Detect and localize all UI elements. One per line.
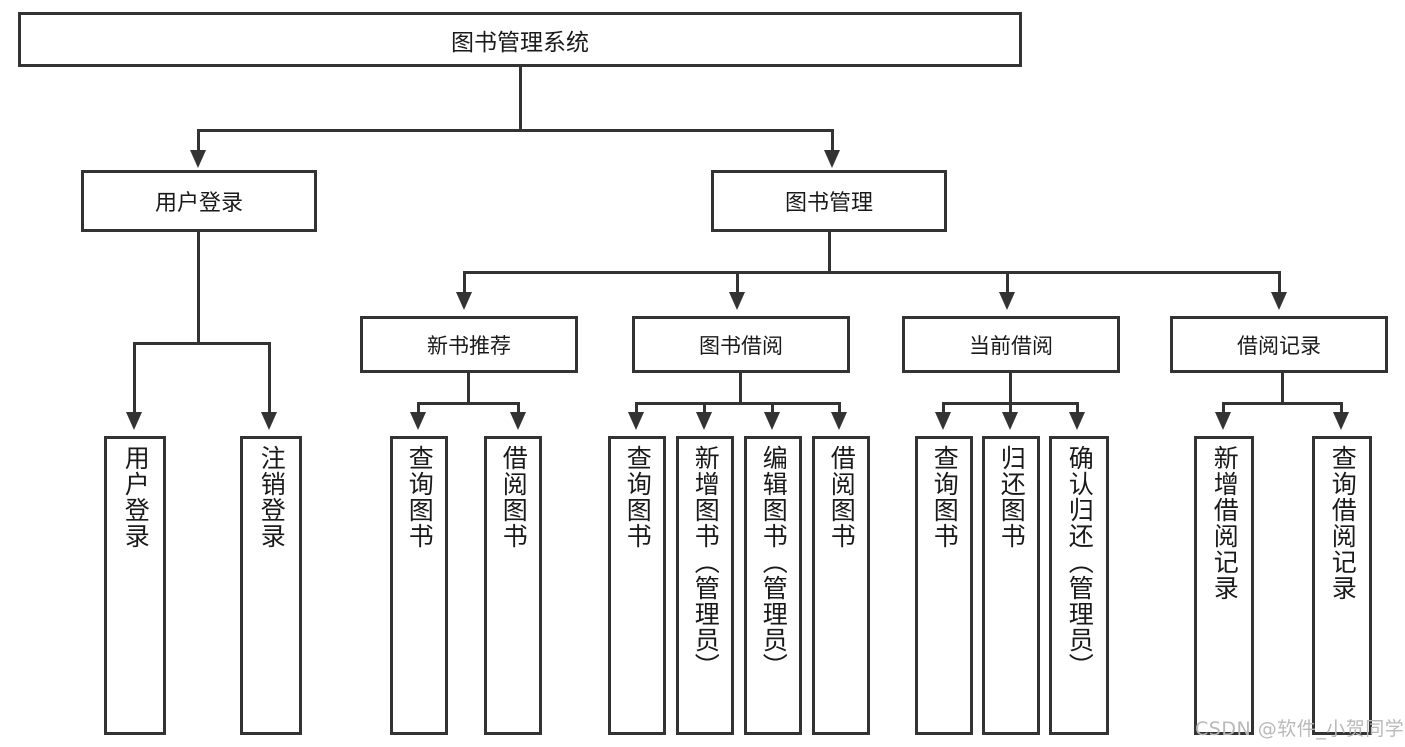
arrow-nbr-leaf-1 [410,412,426,430]
node-root-system[interactable]: 图书管理系统 [18,12,1022,67]
leaf-label: 新增借阅记录 [1210,445,1240,601]
leaf-label: 查询图书 [623,445,653,549]
leaf-label: 借阅图书 [499,445,529,549]
leaf-label: 归还图书 [997,445,1027,549]
edge-nbr-stem [467,373,470,402]
edge-bb-drop-4 [838,402,841,415]
arrow-root-to-user-login [190,150,206,168]
leaf-nbr-query-book[interactable]: 查询图书 [390,436,448,735]
node-label: 图书借阅 [699,333,783,358]
arrow-cb-leaf-3 [1069,412,1085,430]
leaf-label: 用户登录 [121,445,151,549]
leaf-label: 借阅图书 [827,445,857,549]
leaf-bb-edit-book-admin[interactable]: 编辑图书（管理员） [744,436,802,735]
arrow-bb-leaf-1 [628,412,644,430]
leaf-cb-confirm-return-admin[interactable]: 确认归还（管理员） [1049,436,1109,735]
edge-book-manage-bus [463,271,1281,274]
node-label: 新书推荐 [427,333,511,358]
node-current-borrow[interactable]: 当前借阅 [902,316,1120,373]
edge-user-login-drop-2 [268,342,271,415]
node-label: 图书管理 [784,191,873,216]
leaf-label: 注销登录 [257,445,287,549]
edge-bm-drop-current [1006,271,1009,295]
edge-root-to-user-login [197,129,200,153]
edge-user-login-stem [197,232,200,342]
arrow-user-login-leaf-2 [261,412,277,430]
edge-user-login-drop-1 [133,342,136,415]
arrow-cb-leaf-1 [935,412,951,430]
edge-br-drop-1 [1222,402,1225,415]
node-book-borrow[interactable]: 图书借阅 [632,316,850,373]
leaf-nbr-borrow-book[interactable]: 借阅图书 [484,436,542,735]
node-borrow-record[interactable]: 借阅记录 [1170,316,1388,373]
arrow-nbr-leaf-2 [510,412,526,430]
edge-nbr-drop-1 [417,402,420,415]
node-user-login[interactable]: 用户登录 [81,170,317,232]
arrow-user-login-leaf-1 [126,412,142,430]
leaf-cb-query-book[interactable]: 查询图书 [915,436,973,735]
leaf-bb-add-book-admin[interactable]: 新增图书（管理员） [676,436,734,735]
edge-bb-drop-1 [635,402,638,415]
edge-bm-drop-borrow [736,271,739,295]
leaf-label: 查询借阅记录 [1328,445,1358,601]
arrow-br-leaf-1 [1215,412,1231,430]
leaf-br-add-record[interactable]: 新增借阅记录 [1194,436,1254,735]
edge-br-drop-2 [1340,402,1343,415]
leaf-user-login-login[interactable]: 用户登录 [104,436,166,735]
edge-bb-stem [739,373,742,402]
node-label: 借阅记录 [1237,333,1321,358]
node-label: 图书管理系统 [451,29,589,56]
edge-root-to-book-manage [831,129,834,153]
leaf-cb-return-book[interactable]: 归还图书 [982,436,1040,735]
edge-root-stem [519,67,522,129]
node-new-book-recommend[interactable]: 新书推荐 [360,316,578,373]
arrow-bm-to-record [1271,292,1287,310]
arrow-br-leaf-2 [1333,412,1349,430]
leaf-label: 编辑图书（管理员） [759,445,789,679]
edge-bb-drop-3 [771,402,774,415]
leaf-label: 查询图书 [930,445,960,549]
arrow-cb-leaf-2 [1002,412,1018,430]
arrow-bm-to-new-book [456,292,472,310]
leaf-label: 新增图书（管理员） [691,445,721,679]
edge-nbr-bus [417,402,520,405]
edge-bb-bus [635,402,841,405]
leaf-label: 确认归还（管理员） [1065,445,1095,679]
edge-bb-drop-2 [703,402,706,415]
edge-cb-drop-1 [942,402,945,415]
edge-bm-drop-record [1278,271,1281,295]
leaf-bb-borrow-book[interactable]: 借阅图书 [812,436,870,735]
node-label: 用户登录 [154,191,243,216]
edge-cb-drop-3 [1076,402,1079,415]
node-book-management[interactable]: 图书管理 [711,170,947,232]
watermark-csdn: CSDN @软件_小贺同学 [1195,718,1405,740]
edge-nbr-drop-2 [517,402,520,415]
edge-bm-drop-new-book [463,271,466,295]
edge-root-bus [197,129,834,132]
arrow-bb-leaf-2 [696,412,712,430]
leaf-br-query-record[interactable]: 查询借阅记录 [1312,436,1372,735]
edge-cb-drop-2 [1009,402,1012,415]
arrow-bb-leaf-4 [831,412,847,430]
leaf-label: 查询图书 [405,445,435,549]
node-label: 当前借阅 [969,333,1053,358]
edge-book-manage-stem [828,232,831,271]
edge-br-stem [1281,373,1284,402]
edge-cb-stem [1009,373,1012,402]
arrow-bb-leaf-3 [764,412,780,430]
arrow-bm-to-borrow [729,292,745,310]
arrow-bm-to-current [999,292,1015,310]
edge-br-bus [1222,402,1343,405]
edge-user-login-bus [133,342,271,345]
leaf-user-login-logout[interactable]: 注销登录 [240,436,302,735]
leaf-bb-query-book[interactable]: 查询图书 [608,436,666,735]
arrow-root-to-book-manage [824,150,840,168]
